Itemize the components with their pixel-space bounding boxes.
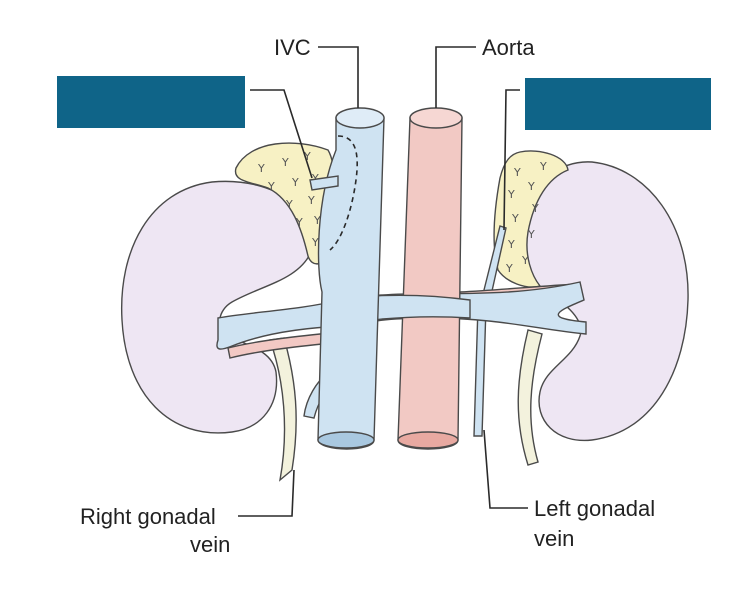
aorta-leader-line <box>435 46 476 108</box>
svg-text:Y: Y <box>513 166 521 179</box>
ureters <box>269 329 543 482</box>
right-adrenal-label-box <box>57 76 245 128</box>
left-gonadal-leader-line <box>483 429 528 509</box>
svg-text:Y: Y <box>527 228 535 241</box>
svg-text:Y: Y <box>295 216 303 229</box>
svg-text:Y: Y <box>267 180 275 193</box>
svg-text:Y: Y <box>521 254 529 267</box>
ivc-label: IVC <box>274 35 311 60</box>
left-adrenal-leader-line <box>503 89 520 231</box>
ivc-vessel <box>317 107 385 450</box>
left-gonadal-vein-label-line1: Left gonadal <box>534 496 655 521</box>
right-gonadal-vein-label-line1: Right gonadal <box>80 504 216 529</box>
ivc-leader-line <box>318 46 359 108</box>
svg-text:Y: Y <box>291 176 299 189</box>
svg-text:Y: Y <box>257 162 265 175</box>
svg-text:Y: Y <box>313 214 321 227</box>
svg-text:Y: Y <box>311 236 319 249</box>
right-adrenal-leader-line <box>250 89 313 179</box>
left-gonadal-vein-label-line2: vein <box>534 526 574 551</box>
svg-text:Y: Y <box>511 212 519 225</box>
right-adrenal-vein <box>309 175 339 191</box>
left-renal-vein-over-aorta <box>371 294 471 321</box>
svg-text:Y: Y <box>507 188 515 201</box>
left-adrenal-label-box <box>525 78 711 130</box>
svg-text:Y: Y <box>531 202 539 215</box>
svg-text:Y: Y <box>539 160 547 173</box>
right-gonadal-vein-label-line2: vein <box>190 532 230 557</box>
right-ureter <box>269 337 297 482</box>
svg-text:Y: Y <box>281 156 289 169</box>
right-gonadal-leader-line <box>238 469 295 517</box>
svg-text:Y: Y <box>527 180 535 193</box>
aorta-label: Aorta <box>482 35 535 60</box>
svg-text:Y: Y <box>307 194 315 207</box>
kidneys <box>120 161 689 442</box>
left-ureter <box>517 329 543 466</box>
aorta-vessel <box>397 107 463 450</box>
right-adrenal-hidden-outline <box>329 135 358 251</box>
svg-text:Y: Y <box>285 198 293 211</box>
left-gonadal-vein-vessel <box>473 305 487 437</box>
svg-text:Y: Y <box>303 150 311 163</box>
svg-text:Y: Y <box>507 238 515 251</box>
svg-text:Y: Y <box>311 172 319 185</box>
right-renal-vein <box>216 299 343 350</box>
svg-text:Y: Y <box>505 262 513 275</box>
